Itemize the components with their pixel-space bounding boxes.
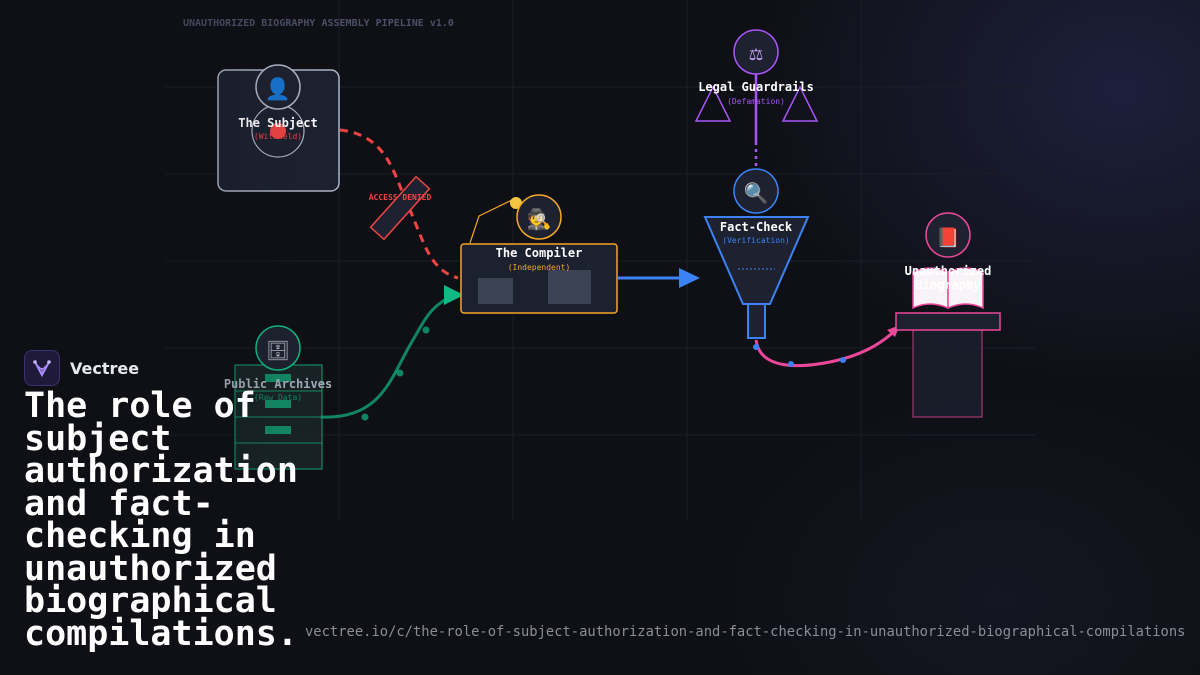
public-archives-node: 🗄 Public Archives (Raw Data) [224,325,332,470]
scale-pan-left [694,85,732,122]
biography-label-line1: Unauthorized [905,264,992,278]
brand-name: Vectree [70,358,140,378]
drawer-handle [265,374,291,382]
biography-label-line2: Biography [915,278,980,292]
drawer-handle [265,400,291,408]
barrier-icon [369,175,431,241]
access-denied-path: ACCESS DENIED [339,128,459,280]
archives-flow-path [319,285,464,421]
access-denied-label: ACCESS DENIED [369,193,432,202]
open-book [912,267,984,310]
lamp-bulb [510,197,522,209]
book-icon: 📕 [936,227,960,249]
diagram-title: UNAUTHORIZED BIOGRAPHY ASSEMBLY PIPELINE… [183,18,454,29]
funnel-shape [703,216,810,305]
legal-guardrails-node: ⚖ Legal Guardrails (Defamation) [694,29,819,170]
scale-pan-right [781,85,819,122]
subject-sublabel: (Withheld) [254,132,302,141]
magnifier-icon: 🔍 [744,180,769,205]
subject-label: The Subject [238,116,317,130]
fact-check-sublabel: (Verification) [722,236,789,245]
fact-check-node: 🔍 Fact-Check (Verification) [703,168,810,339]
scales-icon: ⚖ [749,41,763,66]
compiler-to-factcheck-arrow [618,268,700,288]
pedestal-top [895,312,1001,331]
compiler-node: 🕵 The Compiler (Independent) [460,194,618,314]
factcheck-to-biography-path [753,325,900,368]
archives-label: Public Archives [224,377,332,391]
person-icon: 👤 [265,76,291,101]
archives-sublabel: (Raw Data) [254,393,302,402]
brand[interactable]: Vectree [24,350,139,386]
page-url[interactable]: vectree.io/c/the-role-of-subject-authori… [305,624,1186,640]
compiler-sublabel: (Independent) [508,263,571,272]
legal-label: Legal Guardrails [698,80,814,94]
headline: The role of subject authorization and fa… [24,386,298,654]
red-seal [270,123,286,139]
document-block [478,278,513,304]
detective-icon: 🕵 [527,207,552,231]
document-block [548,270,591,304]
compiler-label: The Compiler [496,246,583,260]
drawer-handle [265,426,291,434]
vectree-logo-icon [24,350,60,386]
biography-node: 📕 Unauthorized Biography [895,212,1001,418]
legal-sublabel: (Defamation) [727,97,785,106]
subject-node: 👤 The Subject (Withheld) [217,64,340,192]
fact-check-label: Fact-Check [720,220,793,234]
file-cabinet-icon: 🗄 [266,340,290,362]
pedestal [912,329,983,418]
